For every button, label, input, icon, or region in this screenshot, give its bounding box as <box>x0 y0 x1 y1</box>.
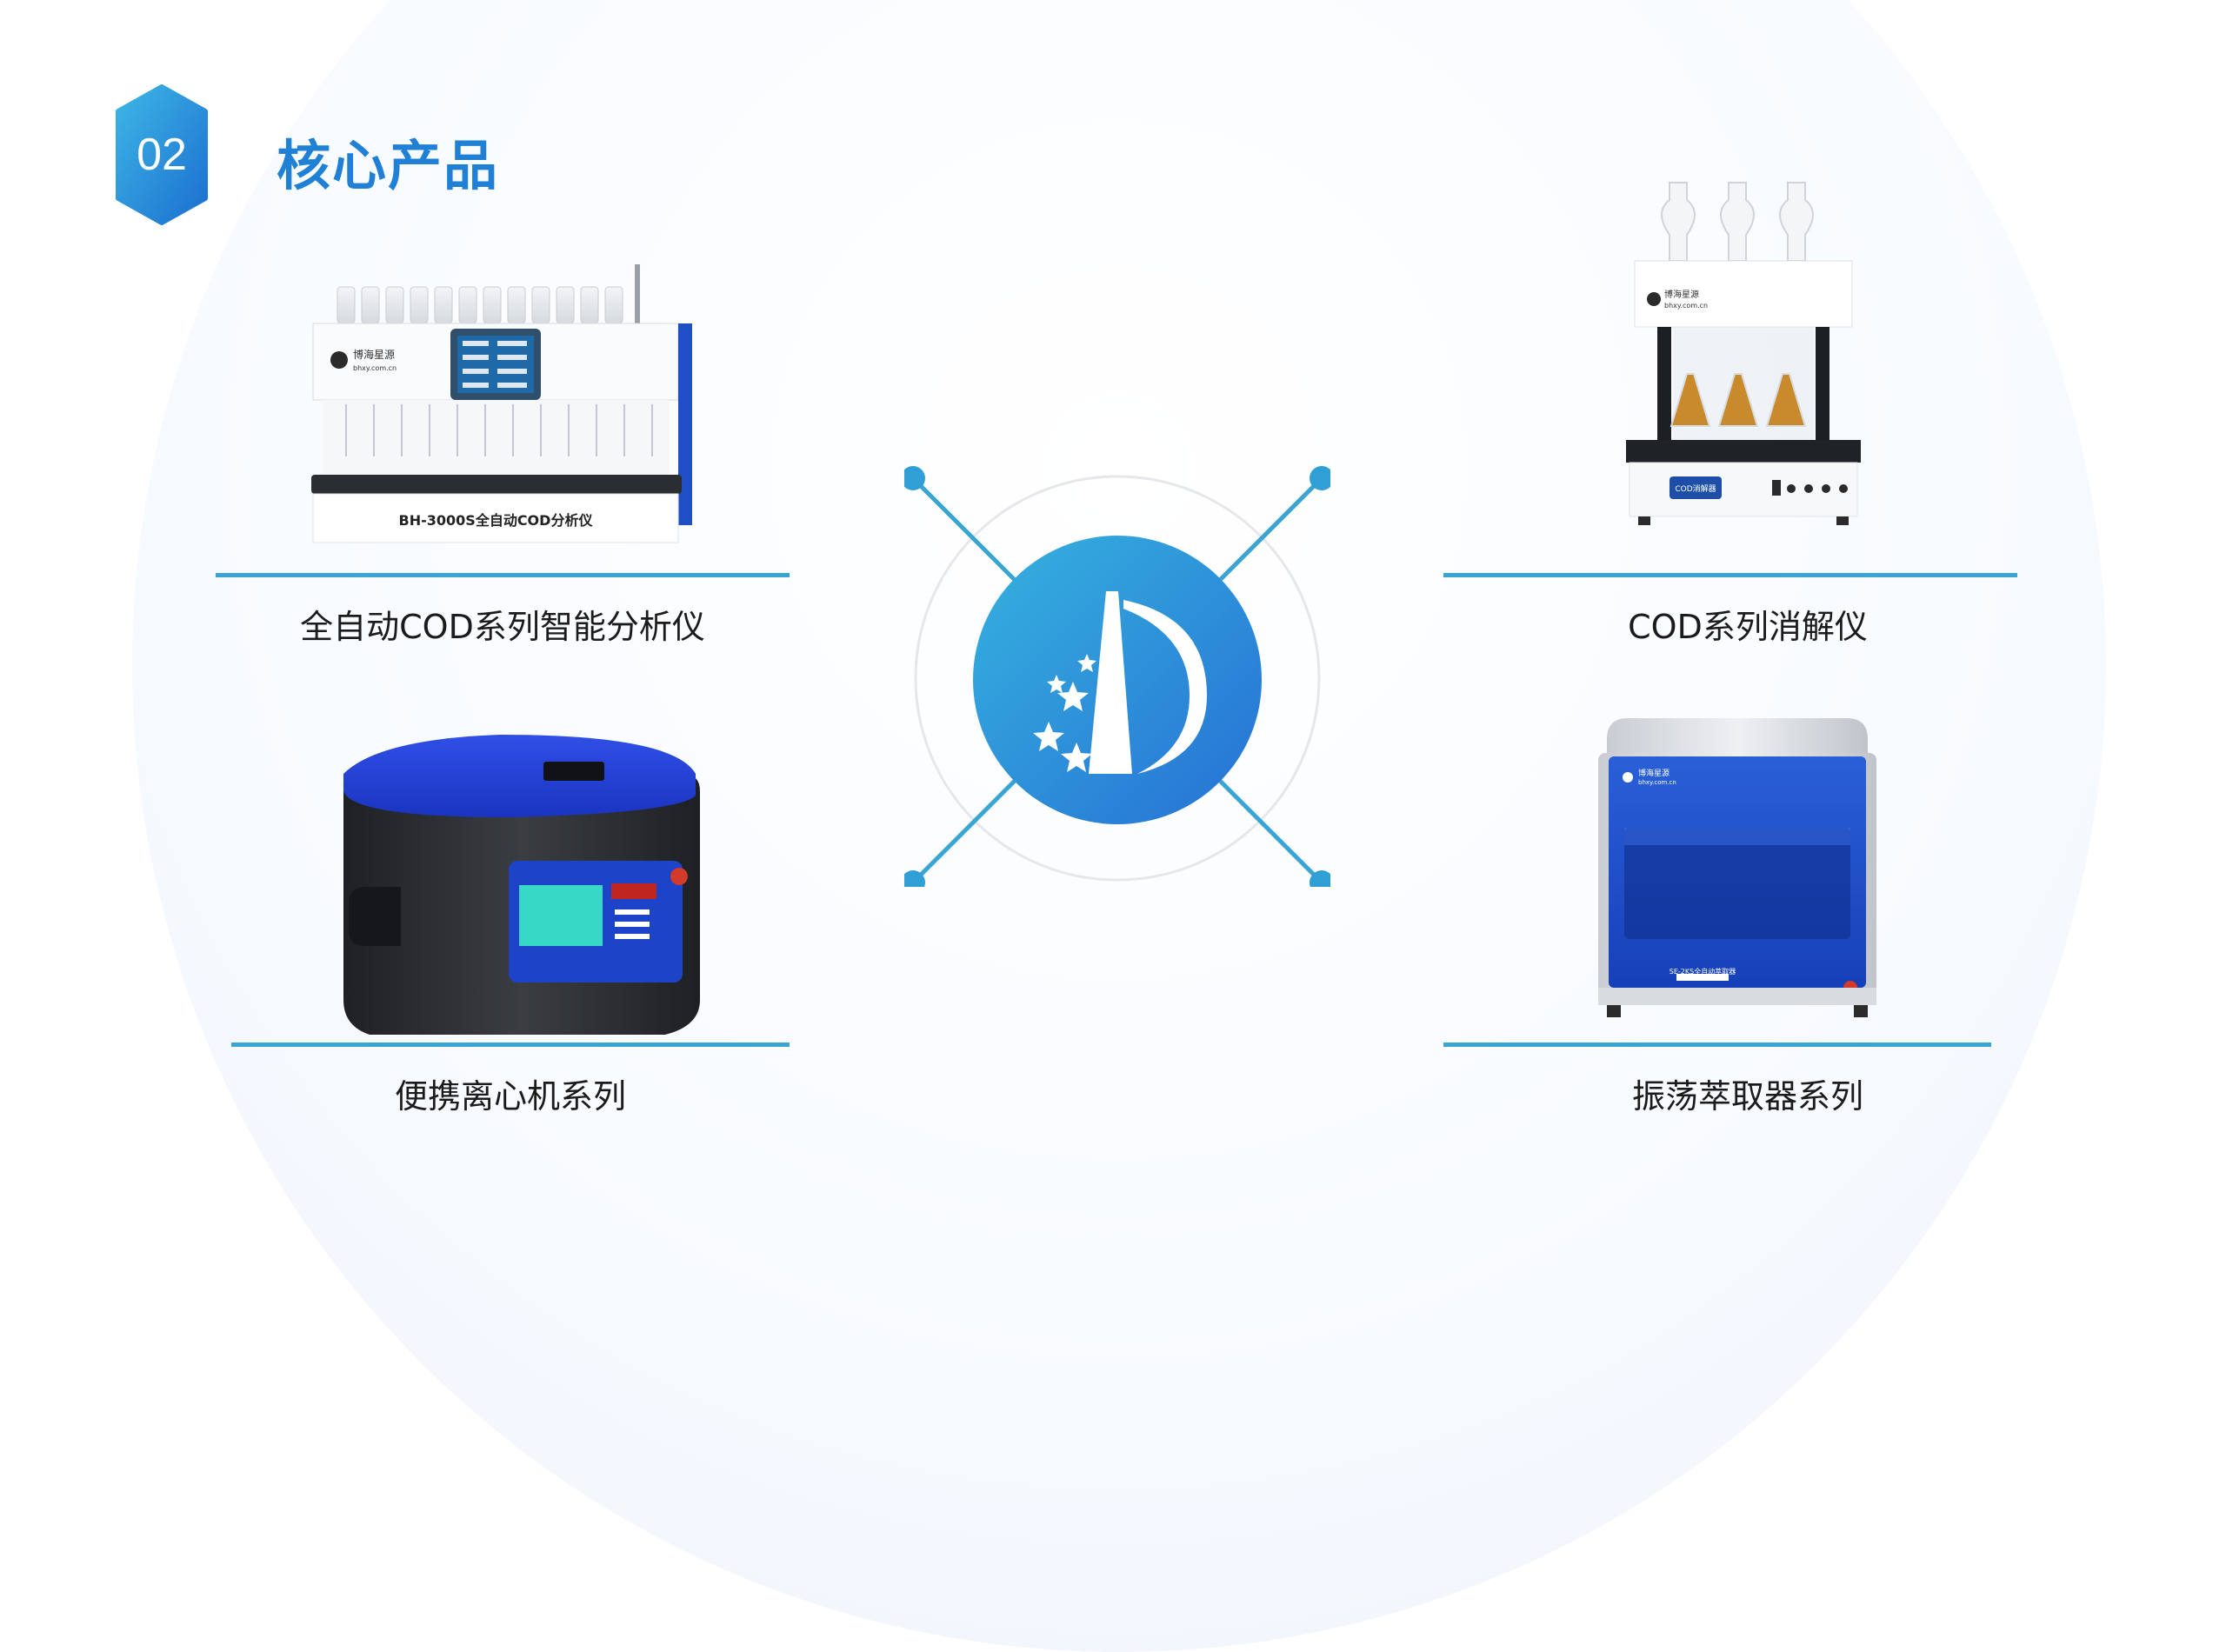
svg-text:bhxy.com.cn: bhxy.com.cn <box>1664 302 1708 310</box>
hub-ring <box>914 475 1321 882</box>
cod-digester-image: 博海星源 bhxy.com.cn COD消解器 <box>1626 182 1861 525</box>
company-logo-icon <box>1033 591 1207 774</box>
cod-analyzer-image: 博海星源 bhxy.com.cn BH-3000S全自动COD分析仪 <box>311 264 692 543</box>
divider-line <box>1443 1042 1991 1047</box>
svg-text:博海星源: 博海星源 <box>1664 289 1699 300</box>
svg-text:bhxy.com.cn: bhxy.com.cn <box>1638 779 1676 786</box>
section-number: 02 <box>137 130 187 180</box>
shaking-extractor-image: 博海星源 bhxy.com.cn SE-2KS全自动萃取器 <box>1598 718 1876 1017</box>
divider-line <box>231 1042 790 1047</box>
connector-dot <box>1310 870 1330 887</box>
product-label-cod-analyzer: 全自动COD系列智能分析仪 <box>300 608 705 646</box>
page-title: 核心产品 <box>277 134 500 197</box>
svg-text:bhxy.com.cn: bhxy.com.cn <box>353 364 397 372</box>
connector-line <box>911 476 1019 584</box>
product-label-portable-centrifuge: 便携离心机系列 <box>394 1077 626 1116</box>
product-label-cod-digester: COD系列消解仪 <box>1628 608 1868 646</box>
connector-line <box>1216 776 1323 884</box>
divider-line <box>1443 573 2017 577</box>
connector-dot <box>904 870 925 887</box>
divider-line <box>216 573 790 577</box>
section-number-badge: 02 <box>115 83 209 226</box>
connector-dot <box>904 466 925 490</box>
svg-text:博海星源: 博海星源 <box>353 348 395 361</box>
svg-text:博海星源: 博海星源 <box>1638 768 1670 778</box>
central-hub <box>904 466 1330 887</box>
connector-dot <box>1310 466 1330 490</box>
shaking-extractor-plate: SE-2KS全自动萃取器 <box>1670 967 1736 976</box>
portable-centrifuge-image <box>343 735 700 1035</box>
cod-analyzer-plate: BH-3000S全自动COD分析仪 <box>399 512 594 529</box>
connector-line <box>911 776 1019 884</box>
cod-digester-plate: COD消解器 <box>1675 483 1716 494</box>
product-label-shaking-extractor: 振荡萃取器系列 <box>1631 1077 1863 1116</box>
connector-line <box>1216 476 1323 584</box>
